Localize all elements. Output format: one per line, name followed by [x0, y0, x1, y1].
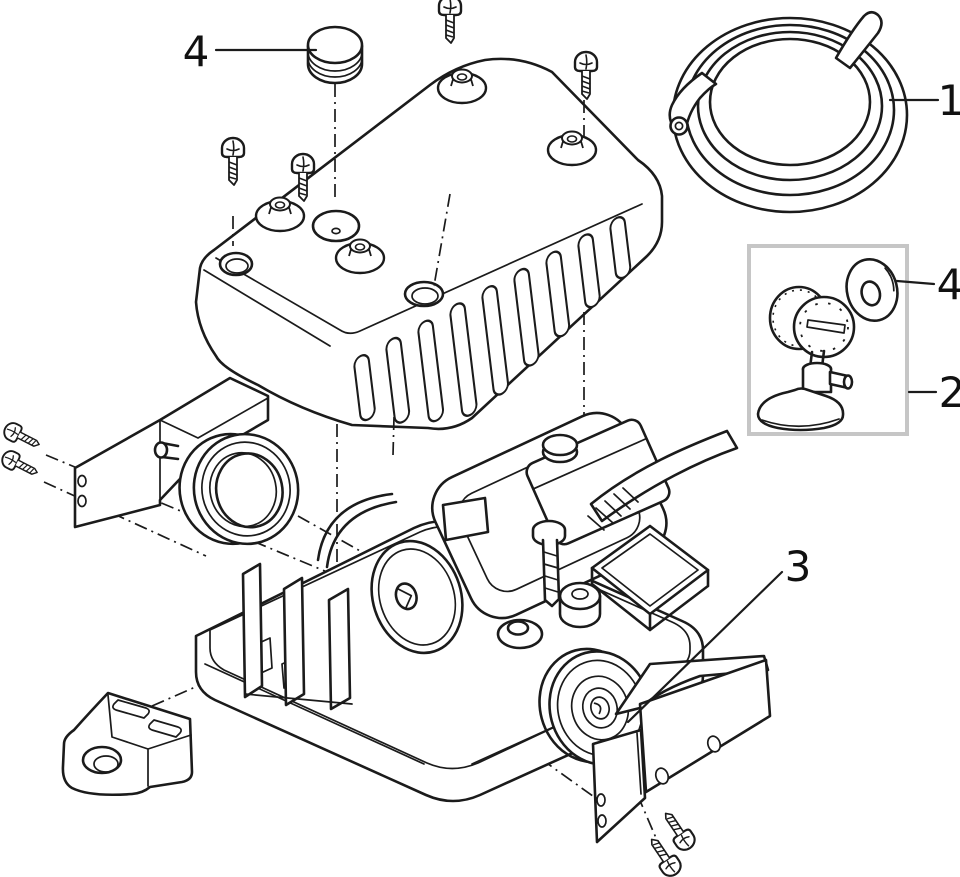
diaphragm-edge [316, 492, 398, 569]
callout-label-2: 2 [939, 368, 960, 417]
foot-slot [148, 719, 182, 738]
clip-pin [396, 587, 413, 609]
gauge-needle [806, 319, 846, 334]
pump-cover [194, 57, 664, 431]
wall-bracket-left [0, 376, 270, 529]
bracket-screws-left [0, 419, 44, 482]
motor-block [441, 418, 671, 546]
air-chamber [590, 524, 710, 632]
grommet-ring [178, 432, 300, 546]
bracket-stud [153, 441, 180, 461]
plug-recess-hole [311, 209, 361, 243]
power-cord [587, 429, 739, 531]
air-hose-coil [668, 10, 909, 214]
hose-opening [669, 116, 689, 136]
valve-plates [241, 562, 353, 711]
callout-label-4-washer: 4 [937, 260, 960, 309]
cover-skirt-edge [203, 269, 331, 347]
leader-4-washer [895, 279, 936, 286]
pad [441, 496, 490, 542]
pressure-gauge [768, 285, 856, 359]
bracket-hole [654, 767, 670, 785]
hose-end-up [834, 10, 883, 70]
callouts: 4 1 4 2 3 [183, 27, 960, 724]
callout-label-3: 3 [785, 542, 812, 591]
cover-screw-hole [218, 251, 254, 277]
pump-assembly [241, 411, 739, 711]
outlet-boss [558, 581, 602, 629]
cover-top-edge [215, 203, 643, 335]
foot-hole [81, 745, 123, 775]
sealing-washer [845, 258, 899, 322]
leader-3 [626, 570, 784, 724]
mounting-bracket-right [591, 654, 772, 877]
tray-boss [496, 618, 544, 650]
callout-label-1: 1 [938, 76, 960, 125]
bracket-hole [706, 735, 722, 753]
diaphragm-disc [370, 539, 464, 655]
cover-screw-hole [403, 280, 445, 308]
callout-label-4-cap: 4 [183, 27, 210, 76]
service-kit-box [747, 244, 909, 436]
bracket-screws-bottom [643, 806, 700, 877]
cover-vent-slats [353, 216, 632, 424]
suction-cup [756, 349, 854, 432]
gauge-ticks [799, 302, 849, 352]
foot-bracket-left [61, 691, 194, 797]
rubber-plug-cap [306, 25, 364, 85]
foot-slot [112, 699, 150, 719]
pump-screw-pin [531, 519, 567, 608]
strain-relief-ribs [587, 487, 639, 531]
